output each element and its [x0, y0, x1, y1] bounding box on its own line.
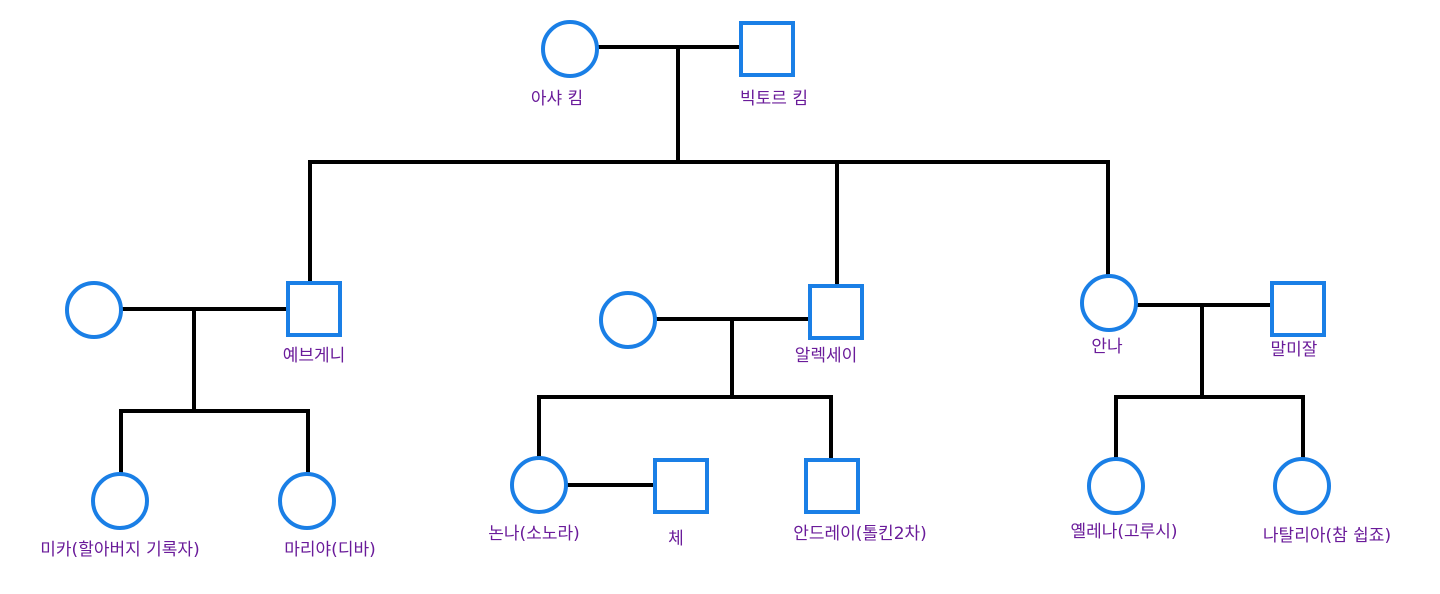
connectors [119, 45, 1305, 487]
person-name-label: 예브게니 [283, 346, 346, 366]
male-square-node [739, 21, 795, 77]
male-square-node [804, 458, 860, 514]
person-name-label: 안나 [1091, 337, 1123, 357]
person-name-label: 옐레나(고루시) [1070, 522, 1177, 542]
person-name-label: 안드레이(톨킨2차) [793, 524, 927, 544]
male-square-node [286, 281, 342, 337]
person-name-label: 체 [668, 529, 684, 549]
person-name-label: 빅토르 킴 [740, 89, 808, 109]
female-circle-node [1080, 274, 1138, 332]
person-name-label: 미카(할아버지 기록자) [40, 540, 199, 560]
person-name-label: 논나(소노라) [488, 524, 579, 544]
female-circle-node [541, 20, 599, 78]
female-circle-node [91, 472, 149, 530]
person-name-label: 나탈리아(참 쉽죠) [1263, 526, 1391, 546]
female-circle-node [1087, 457, 1145, 515]
male-square-node [1270, 281, 1326, 337]
female-circle-node [278, 472, 336, 530]
person-name-label: 알렉세이 [795, 346, 858, 366]
person-nodes [65, 20, 1331, 530]
person-name-label: 말미잘 [1271, 340, 1318, 360]
female-circle-node [65, 281, 123, 339]
female-circle-node [599, 291, 657, 349]
male-square-node [808, 284, 864, 340]
person-name-label: 아샤 킴 [531, 89, 583, 109]
female-circle-node [510, 456, 568, 514]
person-name-label: 마리야(디바) [284, 540, 375, 560]
female-circle-node [1273, 457, 1331, 515]
male-square-node [653, 458, 709, 514]
